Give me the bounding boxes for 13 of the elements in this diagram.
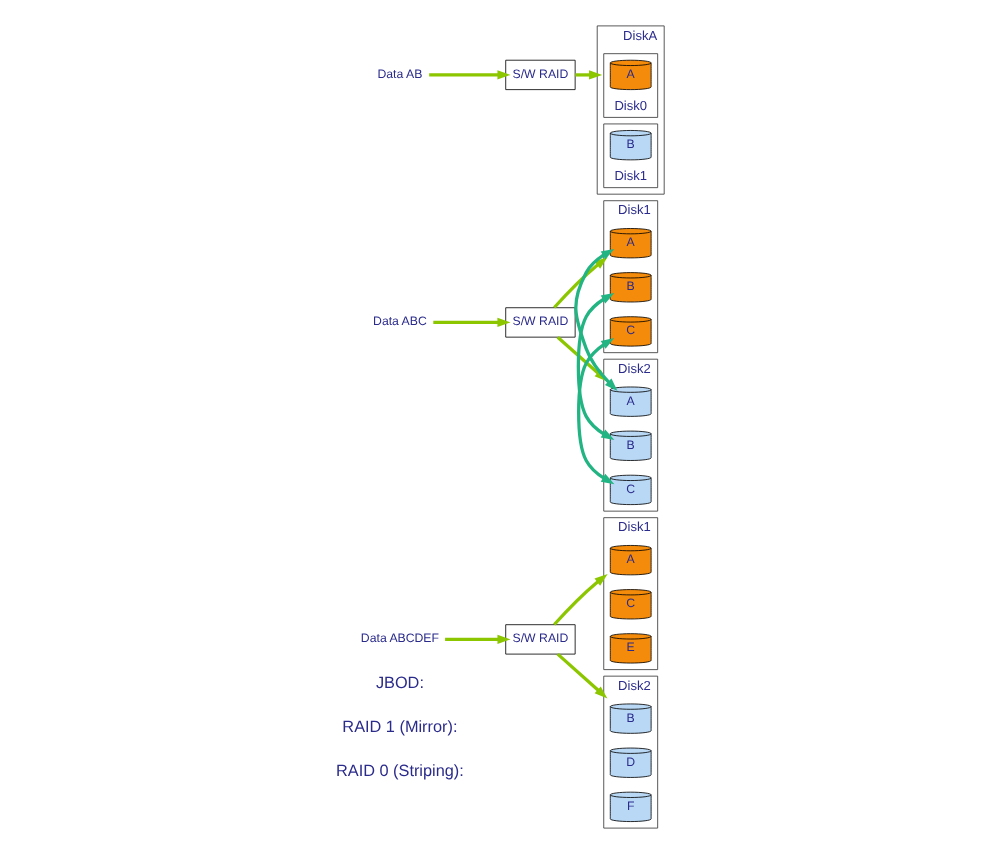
arrow — [433, 317, 511, 328]
arrow — [576, 293, 615, 441]
label: RAID 0 (Striping): — [336, 761, 464, 780]
arrow — [575, 70, 603, 80]
arrow — [574, 248, 618, 392]
arrow — [553, 257, 608, 309]
arrow — [553, 574, 608, 626]
arrow — [445, 634, 511, 644]
arrow — [429, 70, 511, 80]
label: JBOD: — [375, 673, 424, 692]
label: RAID 1 (Mirror): — [342, 717, 458, 736]
arrow — [556, 652, 608, 699]
arrow — [577, 338, 615, 485]
